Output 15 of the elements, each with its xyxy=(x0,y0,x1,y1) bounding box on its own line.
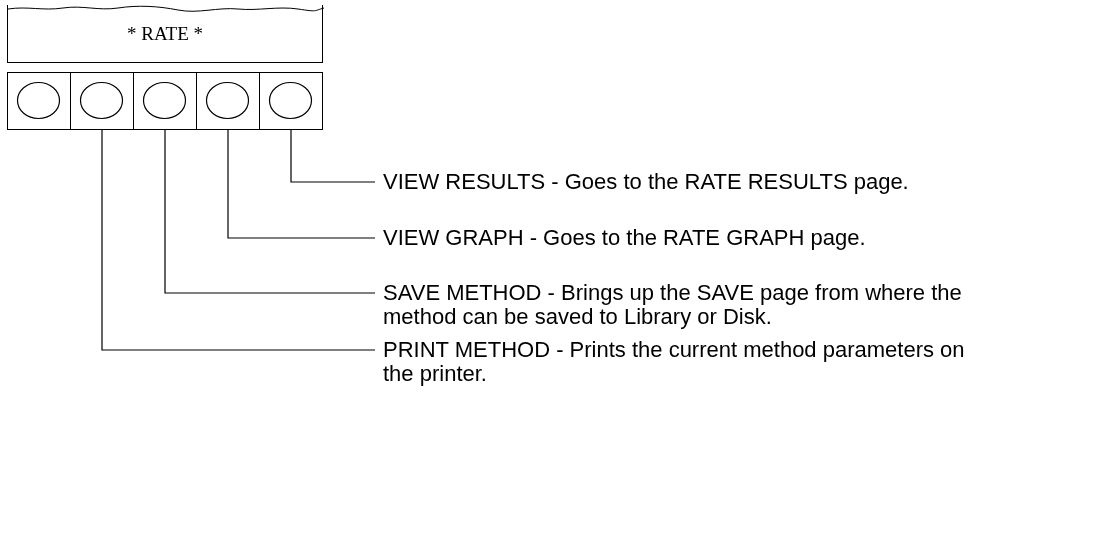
panel-button xyxy=(259,72,323,130)
description-text: VIEW GRAPH - Goes to the RATE GRAPH page. xyxy=(383,226,988,250)
description-text: SAVE METHOD - Brings up the SAVE page from where the method can be saved to Library or Disk. xyxy=(383,281,988,329)
screen-title: * RATE * xyxy=(127,22,203,45)
leader-line xyxy=(290,129,376,183)
description-text: VIEW RESULTS - Goes to the RATE RESULTS page. xyxy=(383,170,988,194)
panel-button xyxy=(196,72,260,130)
leader-line xyxy=(101,129,376,351)
display-screen xyxy=(7,5,323,63)
panel-button xyxy=(70,72,134,130)
leader-line xyxy=(227,129,376,239)
description-text: PRINT METHOD - Prints the current method parameters on the printer. xyxy=(383,338,988,386)
panel-button xyxy=(7,72,71,130)
panel-button xyxy=(133,72,197,130)
leader-line xyxy=(164,129,376,294)
